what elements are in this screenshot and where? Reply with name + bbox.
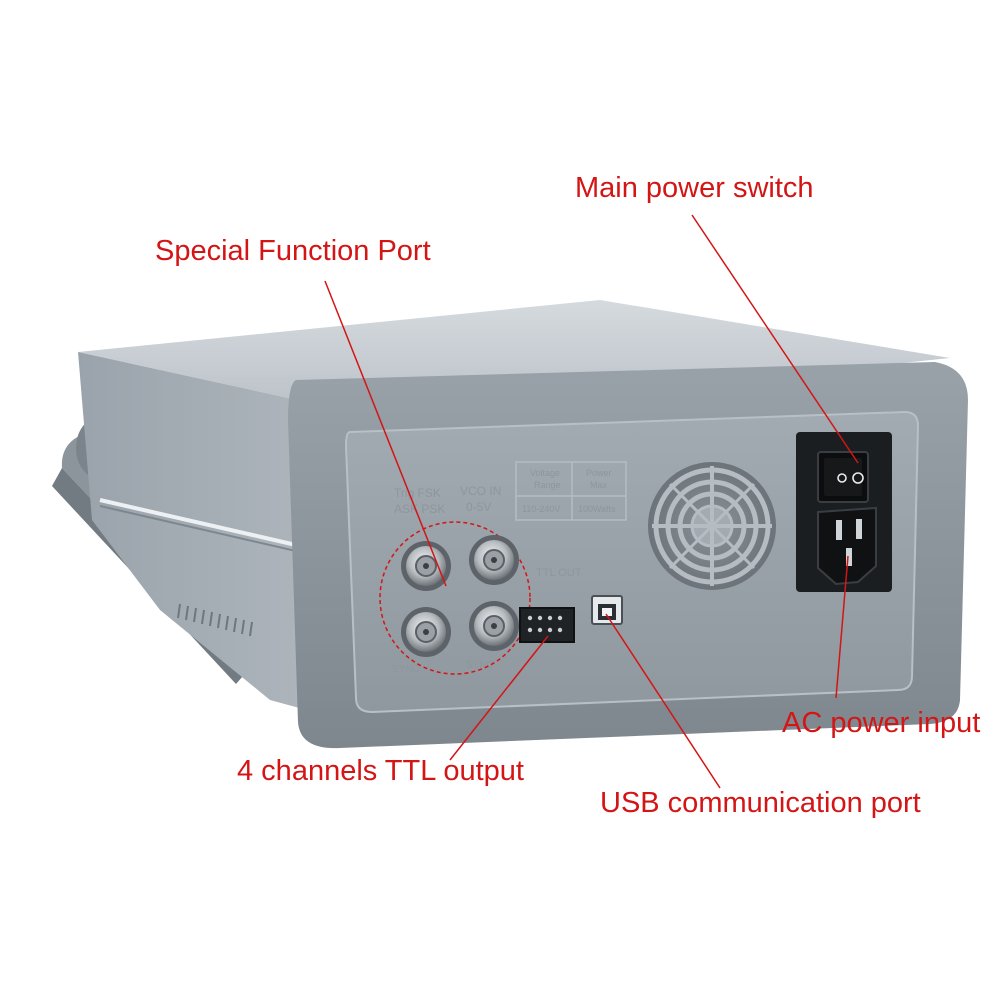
callout-usb-port: USB communication port (600, 787, 921, 819)
leader-ac-input (835, 555, 849, 699)
special-port-highlight (379, 521, 531, 675)
spec-power: Power (586, 468, 612, 478)
bnc-connector-icon[interactable] (469, 601, 519, 651)
bnc-connector-icon[interactable] (401, 607, 451, 657)
callout-special-function-port: Special Function Port (155, 235, 431, 267)
callout-main-power-switch: Main power switch (575, 172, 814, 204)
side-vents (177, 603, 253, 637)
bnc-connector-icon[interactable] (401, 541, 451, 591)
rocker-switch-icon[interactable] (817, 451, 869, 503)
spec-table: Voltage Range Power Max 110-240V 100Watt… (515, 461, 627, 521)
leader-usb-port (605, 613, 721, 789)
spec-max: Max (590, 480, 608, 490)
label-trig-fsk: Trig FSK (394, 486, 441, 500)
leader-lines (324, 214, 859, 789)
label-sync-left: SYNC (392, 664, 420, 675)
leader-ttl-output (449, 635, 549, 761)
usb-b-port-icon[interactable] (591, 595, 623, 625)
label-vco-range: 0-5V (466, 500, 491, 514)
spec-range: Range (534, 480, 561, 490)
spec-power-value: 100Watts (578, 504, 616, 514)
fan-grille-icon (648, 462, 776, 590)
label-vco-in: VCO IN (460, 484, 501, 498)
label-ttl-out: TTL OUT (536, 567, 582, 579)
ac-inlet-icon[interactable] (817, 506, 877, 586)
leader-main-switch (691, 214, 859, 464)
power-module (796, 432, 892, 592)
label-ask-psk: ASK PSK (394, 502, 445, 516)
spec-voltage: Voltage (530, 468, 560, 478)
leader-special-function (324, 280, 447, 587)
callout-ttl-output: 4 channels TTL output (237, 755, 524, 787)
label-sync-right: SYNC (466, 660, 494, 671)
spec-voltage-value: 110-240V (522, 504, 560, 514)
bnc-connector-icon[interactable] (469, 535, 519, 585)
callout-ac-power-input: AC power input (782, 707, 981, 739)
